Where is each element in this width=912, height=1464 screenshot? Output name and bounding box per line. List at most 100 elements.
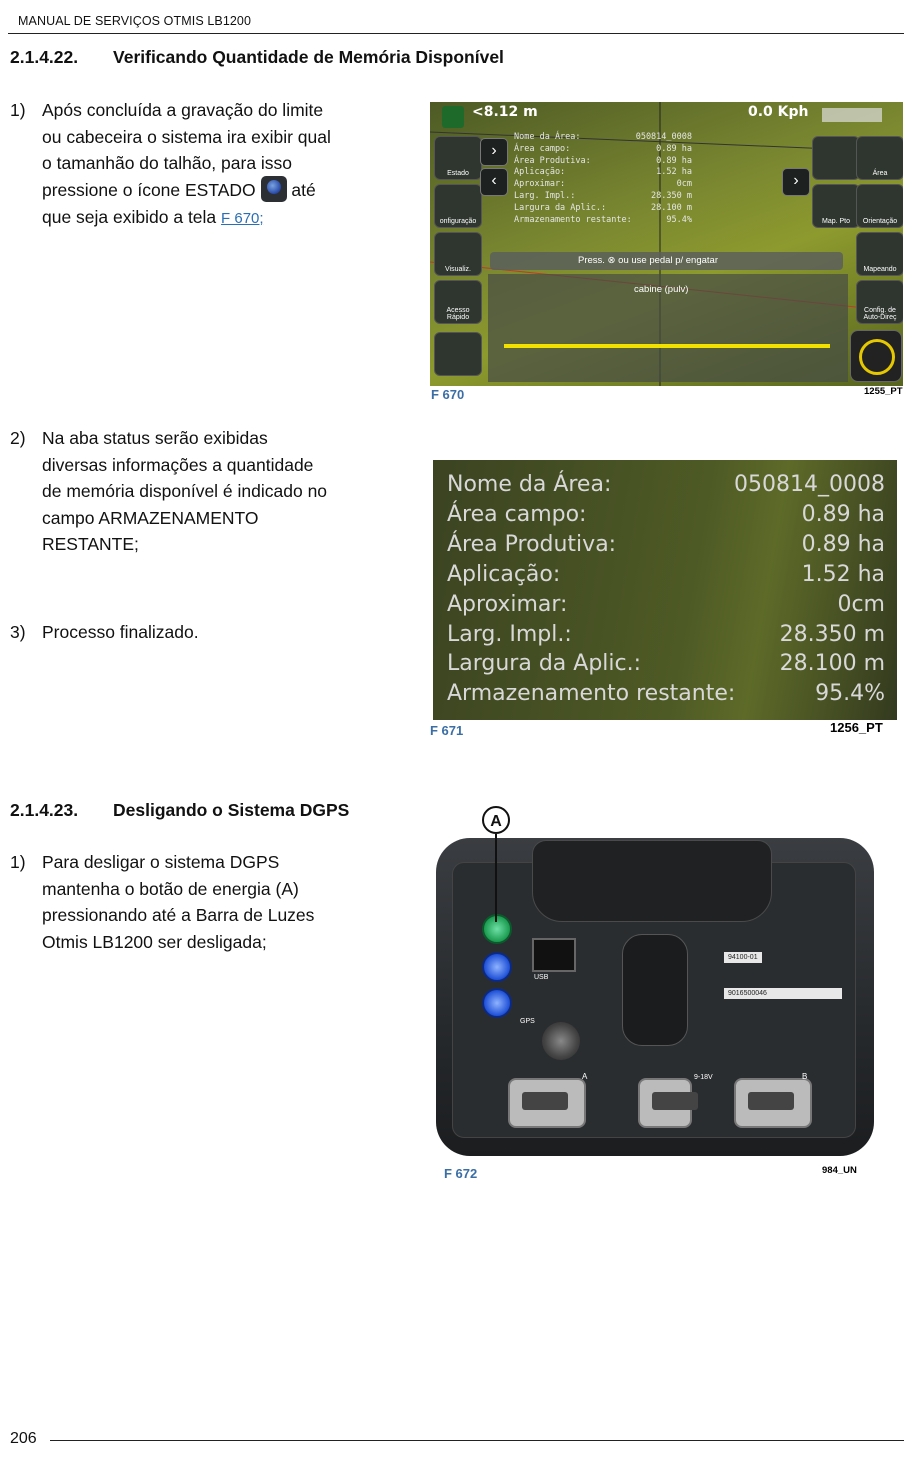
- button-label: Orientação: [862, 218, 898, 225]
- gps-signal-icon: [442, 106, 464, 128]
- status-list: Nome da Área:050814_0008 Área campo:0.89…: [447, 470, 885, 709]
- brightness-up-button[interactable]: [482, 952, 512, 982]
- voltage-label: 9-18V: [694, 1074, 713, 1081]
- chevron-right-icon[interactable]: ›: [480, 138, 508, 166]
- usb-port: [532, 938, 576, 972]
- boom-sections-button[interactable]: [434, 332, 482, 376]
- step-line: pressionando até a Barra de Luzes: [42, 905, 315, 925]
- map-area-button[interactable]: [812, 136, 860, 180]
- connector-b-label: B: [802, 1072, 808, 1081]
- usb-label: USB: [534, 974, 549, 981]
- button-label: Map. Pto: [821, 218, 850, 225]
- page-number: 206: [10, 1430, 37, 1447]
- status-panel: Nome da Área:050814_0008 Área campo:0.89…: [514, 132, 692, 225]
- figure-f671-status-zoom: Nome da Área:050814_0008 Área campo:0.89…: [433, 460, 897, 720]
- product-sticker: 9016500046: [724, 988, 842, 999]
- figure-f672-device-rear: USB GPS 94100-01 9016500046 A 9-18V B: [432, 838, 878, 1160]
- section-title: Desligando o Sistema DGPS: [113, 800, 350, 820]
- orientacao-button[interactable]: Orientação: [856, 184, 903, 228]
- step-line: Na aba status serão exibidas: [42, 428, 268, 448]
- step-line: ou cabeceira o sistema ira exibir qual: [42, 126, 331, 147]
- connector-a: [508, 1078, 586, 1128]
- figure-link-f670[interactable]: F 670;: [221, 209, 264, 227]
- boom-panel: [488, 274, 848, 382]
- connector-a-label: A: [582, 1072, 588, 1081]
- status-row: Aplicação:1.52 ha: [447, 561, 885, 587]
- step-2-memory: 2) Na aba status serão exibidas diversas…: [10, 425, 390, 565]
- cabin-label: cabine (pulv): [634, 284, 689, 295]
- section-number: 2.1.4.23.: [10, 800, 79, 820]
- power-button[interactable]: [482, 914, 512, 944]
- step-line: que seja exibido a tela F 670;: [42, 204, 390, 233]
- section-heading-memory: 2.1.4.22. Verificando Quantidade de Memór…: [10, 47, 504, 68]
- step-number: 3): [10, 622, 26, 642]
- step-number: 1): [10, 100, 26, 120]
- step-line: Otmis LB1200 ser desligada;: [42, 931, 267, 952]
- chevron-left-icon[interactable]: ‹: [480, 168, 508, 196]
- section-title: Verificando Quantidade de Memória Dispon…: [113, 47, 504, 67]
- button-label: Acesso Rápido: [446, 307, 470, 321]
- figure-caption-f672: F 672: [444, 1166, 478, 1181]
- step-line: RESTANTE;: [42, 534, 139, 554]
- figure-caption-f671: F 671: [430, 723, 464, 738]
- status-row: Área campo:0.89 ha: [447, 501, 885, 527]
- header-divider: [8, 33, 904, 34]
- status-row: Armazenamento restante:95.4%: [447, 681, 885, 707]
- step-line: mantenha o botão de energia (A): [42, 878, 299, 899]
- callout-line: [495, 834, 497, 922]
- button-label: Mapeando: [863, 266, 897, 273]
- distance-readout: <8.12 m: [472, 104, 538, 120]
- step-line: Para desligar o sistema DGPS: [42, 852, 280, 872]
- gps-label: GPS: [520, 1018, 535, 1025]
- area-button[interactable]: Área: [856, 136, 903, 180]
- step-1-dgps: 1) Para desligar o sistema DGPS mantenha…: [10, 849, 390, 959]
- auto-direcao-button[interactable]: Config. de Auto-Direç: [856, 280, 903, 324]
- step-line: pressione o ícone ESTADO até: [42, 175, 390, 204]
- estado-button[interactable]: Estado: [434, 136, 482, 180]
- engage-prompt: Press. ⊗ ou use pedal p/ engatar: [490, 252, 843, 270]
- boom-bar: [504, 344, 830, 348]
- button-label: Visualiz.: [445, 266, 471, 273]
- gps-antenna-connector: [542, 1022, 580, 1060]
- step-line: diversas informações a quantidade: [42, 454, 314, 475]
- step-1-memory: 1) Após concluída a gravação do limite o…: [10, 97, 390, 237]
- serial-sticker: 94100-01: [724, 952, 762, 963]
- acesso-rapido-button[interactable]: Acesso Rápido: [434, 280, 482, 324]
- button-label: Estado: [447, 170, 469, 177]
- status-row: Área Produtiva:0.89 ha: [447, 531, 885, 557]
- configuracao-button[interactable]: onfiguração: [434, 184, 482, 228]
- map-point-button[interactable]: Map. Pto: [812, 184, 860, 228]
- figure-f670-screen: <8.12 m 0.0 Kph Estado onfiguração Visua…: [430, 102, 903, 386]
- step-line: o tamanhão do talhão, para isso: [42, 153, 293, 173]
- button-label: Área: [872, 170, 888, 177]
- step-line: Após concluída a gravação do limite: [42, 100, 324, 120]
- button-label: Config. de Auto-Direç: [863, 307, 897, 321]
- step-3-memory: 3) Processo finalizado.: [10, 619, 390, 649]
- step-text: pressione o ícone ESTADO: [42, 179, 256, 200]
- mount-cover: [532, 840, 772, 922]
- estado-icon: [260, 175, 287, 202]
- step-line: de memória disponível é indicado no: [42, 481, 328, 501]
- callout-a: A: [482, 806, 510, 834]
- figure-code-f671: 1256_PT: [830, 720, 883, 735]
- power-connector: [638, 1078, 698, 1128]
- steering-wheel-icon[interactable]: [850, 330, 902, 382]
- step-line: campo ARMAZENAMENTO: [42, 507, 259, 528]
- chevron-right-icon[interactable]: ›: [782, 168, 810, 196]
- step-text: que seja exibido a tela: [42, 206, 217, 227]
- status-row: Nome da Área:050814_0008: [447, 472, 885, 497]
- step-number: 1): [10, 852, 26, 872]
- section-heading-dgps: 2.1.4.23. Desligando o Sistema DGPS: [10, 800, 349, 821]
- step-text: Processo finalizado.: [42, 622, 199, 642]
- mapeando-button[interactable]: Mapeando: [856, 232, 903, 276]
- status-icons: [822, 108, 882, 122]
- connector-b: [734, 1078, 812, 1128]
- manual-header: MANUAL DE SERVIÇOS OTMIS LB1200: [18, 14, 252, 28]
- figure-code-f670: 1255_PT: [864, 386, 903, 397]
- footer-divider: [50, 1440, 904, 1441]
- section-number: 2.1.4.22.: [10, 47, 79, 67]
- step-text: até: [291, 179, 316, 200]
- visualizar-button[interactable]: Visualiz.: [434, 232, 482, 276]
- status-row: Largura da Aplic.:28.100 m: [447, 651, 885, 677]
- brightness-down-button[interactable]: [482, 988, 512, 1018]
